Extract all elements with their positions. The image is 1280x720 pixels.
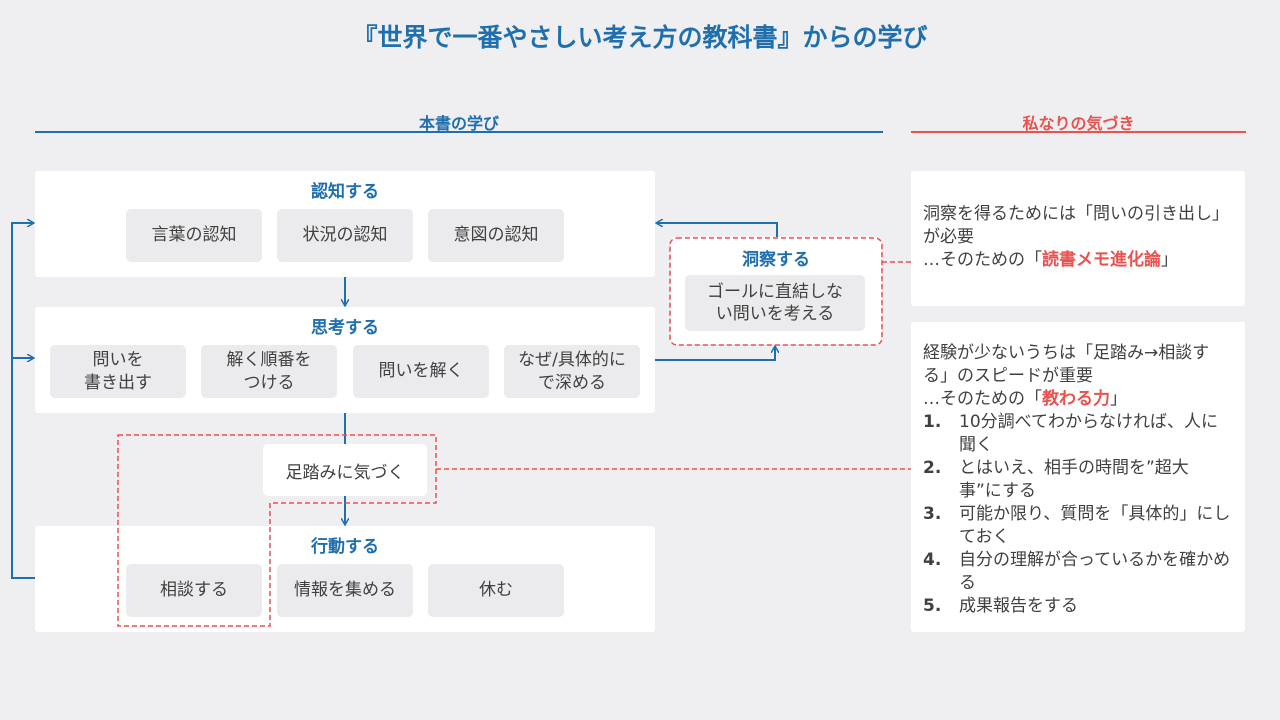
rest-chip: 休む [428, 564, 564, 617]
insight-to-recognize-arrow [657, 223, 778, 237]
insight-panel: 洞察する ゴールに直結しな い問いを考える [671, 237, 881, 345]
insight-note-emphasis: …そのための「読書メモ進化論」 [923, 250, 1178, 270]
learning-note: 経験が少ないうちは「足踏み→相談する」のスピードが重要 …そのための「教わる力」… [911, 322, 1245, 632]
think-title: 思考する [311, 318, 379, 338]
insight-title: 洞察する [742, 250, 810, 270]
right-section-header: 私なりの気づき [1022, 114, 1135, 133]
think-to-insight-arrow [655, 347, 775, 361]
list-item: 2.とはいえ、相手の時間を”超大事”にする [923, 458, 1189, 501]
consult-chip: 相談する [126, 564, 262, 617]
insight-note: 洞察を得るためには「問いの引き出し」が必要 …そのための「読書メモ進化論」 [911, 171, 1245, 306]
learning-note-text: 経験が少ないうちは「足踏み→相談する」のスピードが重要 [923, 343, 1210, 386]
act-title: 行動する [311, 537, 379, 557]
insight-note-text: 洞察を得るためには「問いの引き出し」が必要 [923, 204, 1229, 247]
intent-recognition-chip: 意図の認知 [428, 209, 564, 262]
situation-recognition-chip: 状況の認知 [277, 209, 413, 262]
reading-memo-highlight: 読書メモ進化論 [1042, 250, 1161, 270]
loop-back-arrow [11, 223, 35, 579]
word-recognition-chip: 言葉の認知 [126, 209, 262, 262]
act-panel: 行動する 相談する 情報を集める 休む [35, 526, 655, 632]
notice-stuck-box: 足踏みに気づく [263, 444, 427, 496]
insight-chip: ゴールに直結しな い問いを考える [685, 275, 865, 331]
learning-steps-list: 1.10分調べてわからなければ、人に聞く 2.とはいえ、相手の時間を”超大事”に… [923, 411, 1231, 618]
list-item: 5.成果報告をする [923, 596, 1078, 616]
list-item: 4.自分の理解が合っているかを確かめる [923, 550, 1231, 593]
recognize-title: 認知する [311, 182, 379, 202]
write-questions-chip: 問いを 書き出す [50, 345, 186, 398]
consult-highlight-frame [117, 434, 437, 627]
insight-highlight-frame [669, 237, 883, 346]
list-item: 1.10分調べてわからなければ、人に聞く [923, 412, 1218, 455]
solve-questions-chip: 問いを解く [353, 345, 489, 398]
right-section-rule [911, 131, 1246, 133]
page-title: 『世界で一番やさしい考え方の教科書』からの学び [352, 23, 928, 52]
think-panel: 思考する 問いを 書き出す 解く順番を つける 問いを解く なぜ/具体的に で深… [35, 307, 655, 413]
left-section-rule [35, 131, 883, 133]
deepen-chip: なぜ/具体的に で深める [504, 345, 640, 398]
learning-skill-highlight: 教わる力 [1042, 389, 1110, 409]
gather-info-chip: 情報を集める [277, 564, 413, 617]
learning-note-emphasis: …そのための「教わる力」 [923, 389, 1127, 409]
left-section-header: 本書の学び [418, 114, 499, 133]
recognize-panel: 認知する 言葉の認知 状況の認知 意図の認知 [35, 171, 655, 277]
order-questions-chip: 解く順番を つける [201, 345, 337, 398]
list-item: 3.可能か限り、質問を「具体的」にしておく [923, 504, 1231, 547]
